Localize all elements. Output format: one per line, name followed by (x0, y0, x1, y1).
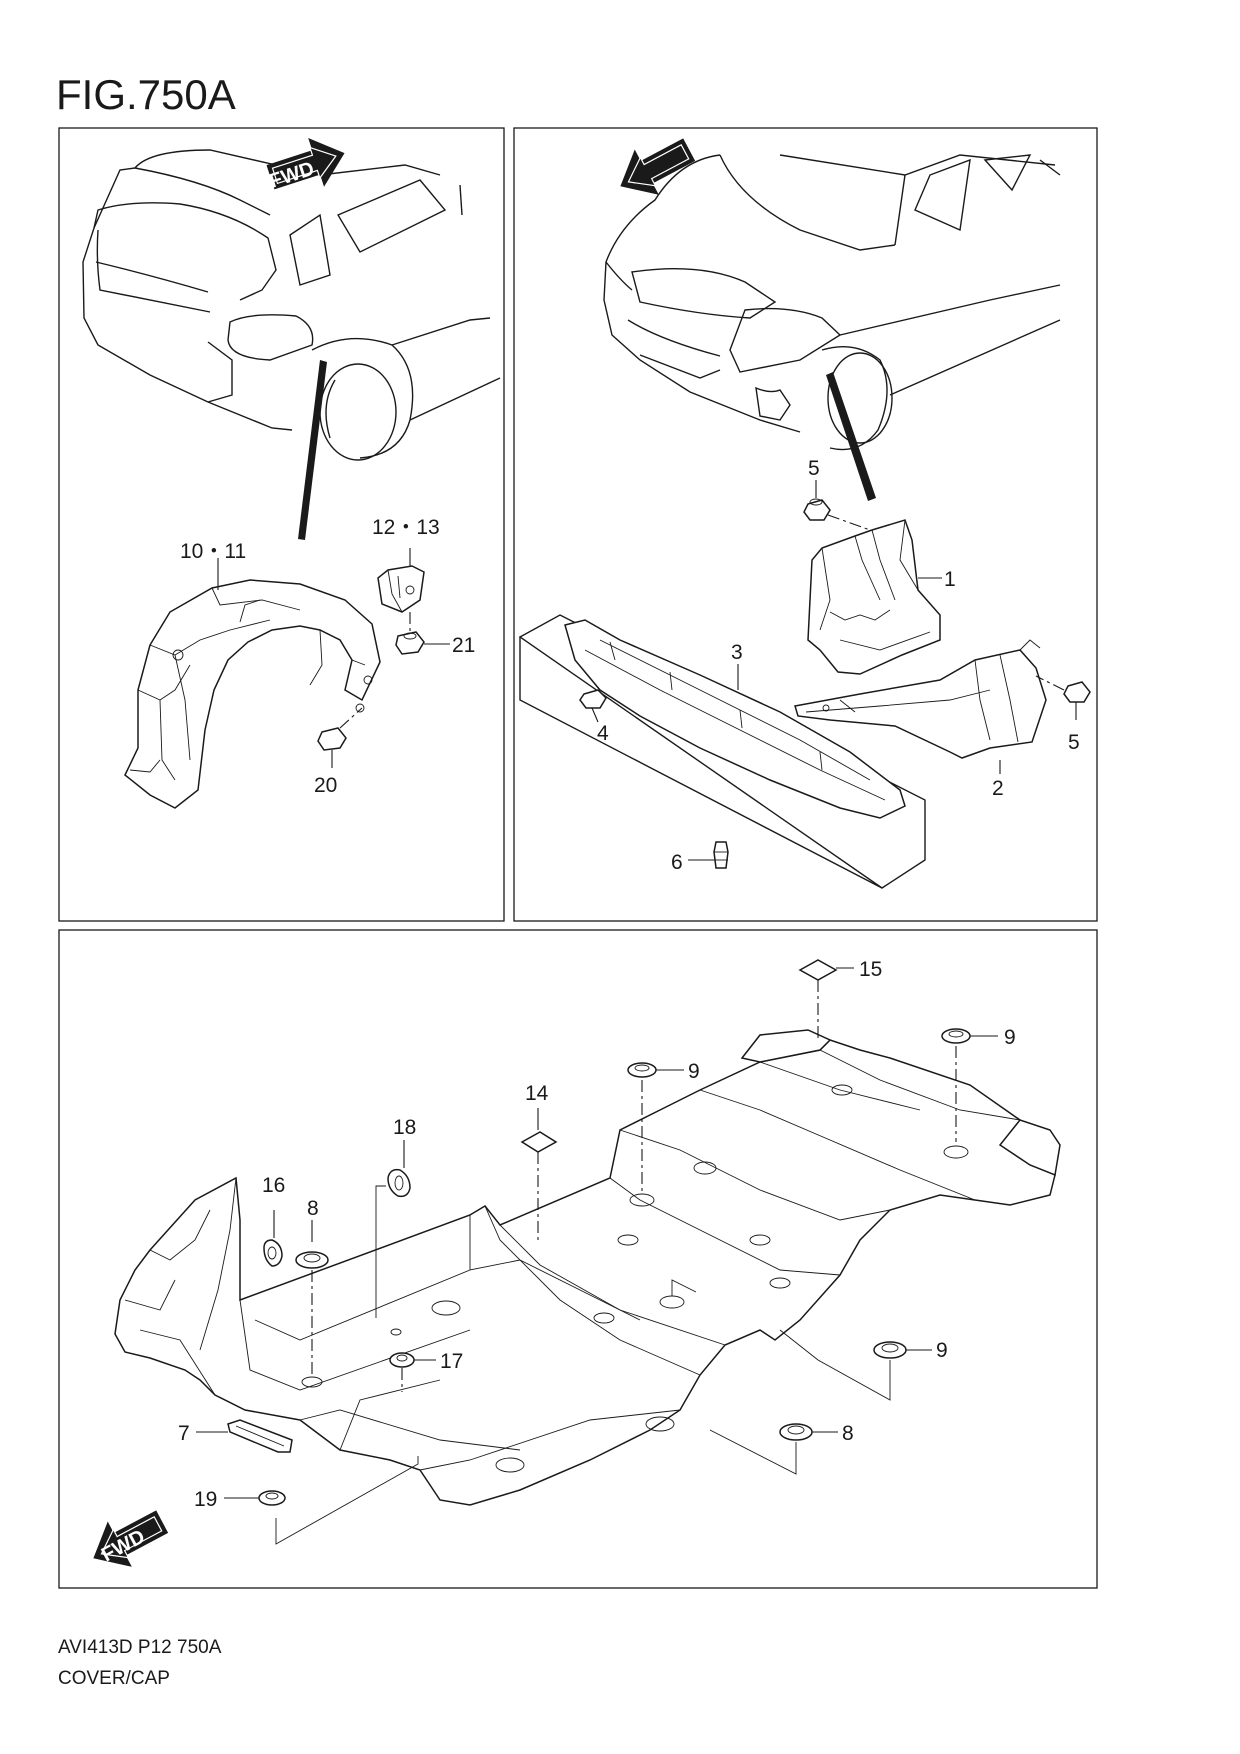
part-clip-21 (395, 631, 450, 655)
callout-17: 17 (440, 1350, 463, 1373)
part-plug-18 (375, 1140, 411, 1318)
part-front-undercover-1 (807, 519, 942, 675)
panel-floor-undercover (58, 929, 1098, 1589)
part-front-undercover-2 (794, 639, 1047, 774)
part-clip-20 (317, 707, 363, 768)
fwd-arrow-front-icon (620, 138, 696, 195)
part-pad-15 (798, 959, 854, 1040)
callout-8-left: 8 (307, 1197, 319, 1220)
callout-3: 3 (731, 641, 743, 664)
callout-9-right: 9 (1004, 1026, 1016, 1049)
panel-rear-wheelhouse (58, 127, 505, 922)
callout-4: 4 (597, 722, 609, 745)
callout-18: 18 (393, 1116, 416, 1139)
leader-arrow-front (826, 372, 876, 501)
part-plug-19 (224, 1456, 419, 1545)
part-plug-tunnel (659, 1279, 697, 1309)
callout-5-lower: 5 (1068, 731, 1080, 754)
part-plug-8-left (295, 1220, 329, 1378)
panel-front-undercover (513, 127, 1098, 922)
callout-9-center: 9 (688, 1060, 700, 1083)
part-bracket-4 (579, 689, 607, 723)
callout-5-upper: 5 (808, 457, 820, 480)
callout-21: 21 (452, 634, 475, 657)
callout-12-13: 12・13 (372, 516, 440, 539)
callout-2: 2 (992, 777, 1004, 800)
part-bracket-12-13 (377, 548, 425, 632)
callout-20: 20 (314, 774, 337, 797)
figure-title: FIG.750A (56, 71, 236, 118)
part-grille-7 (196, 1419, 293, 1453)
footer-category: COVER/CAP (58, 1668, 170, 1689)
callout-9-lower: 9 (936, 1339, 948, 1362)
part-plug-16 (263, 1210, 283, 1267)
part-clip-5-lower (1035, 675, 1091, 720)
fwd-arrow-rear-icon (266, 138, 345, 190)
footer-code: AVI413D P12 750A (58, 1637, 222, 1658)
leader-arrow-rear (298, 360, 327, 540)
part-plug-9-center (627, 1062, 684, 1207)
callout-19: 19 (194, 1488, 217, 1511)
front-car-outline (603, 154, 1061, 501)
callout-6: 6 (671, 851, 683, 874)
part-bumper-lower-cover-3 (518, 614, 926, 889)
callout-10-11: 10・11 (180, 540, 246, 563)
part-pad-14 (520, 1108, 558, 1240)
part-bolt-6 (688, 841, 729, 869)
callout-1: 1 (944, 568, 956, 591)
part-clip-5-upper (803, 480, 871, 531)
part-plug-9-lower (779, 1329, 932, 1401)
callout-16: 16 (262, 1174, 285, 1197)
fwd-arrow-floor-icon (93, 1510, 169, 1567)
part-plug-17 (389, 1352, 436, 1392)
callout-7: 7 (178, 1422, 190, 1445)
part-plug-8-right (709, 1423, 838, 1475)
floor-undercover-assembly (114, 1029, 1061, 1506)
part-plug-9-right (941, 1028, 998, 1159)
callout-15: 15 (859, 958, 882, 981)
fwd-label-front: FWD (557, 174, 608, 215)
part-rear-wheelhouse-liner (124, 558, 381, 809)
rear-car-outline (82, 149, 501, 540)
callout-14: 14 (525, 1082, 549, 1105)
callout-8-right: 8 (842, 1422, 854, 1445)
